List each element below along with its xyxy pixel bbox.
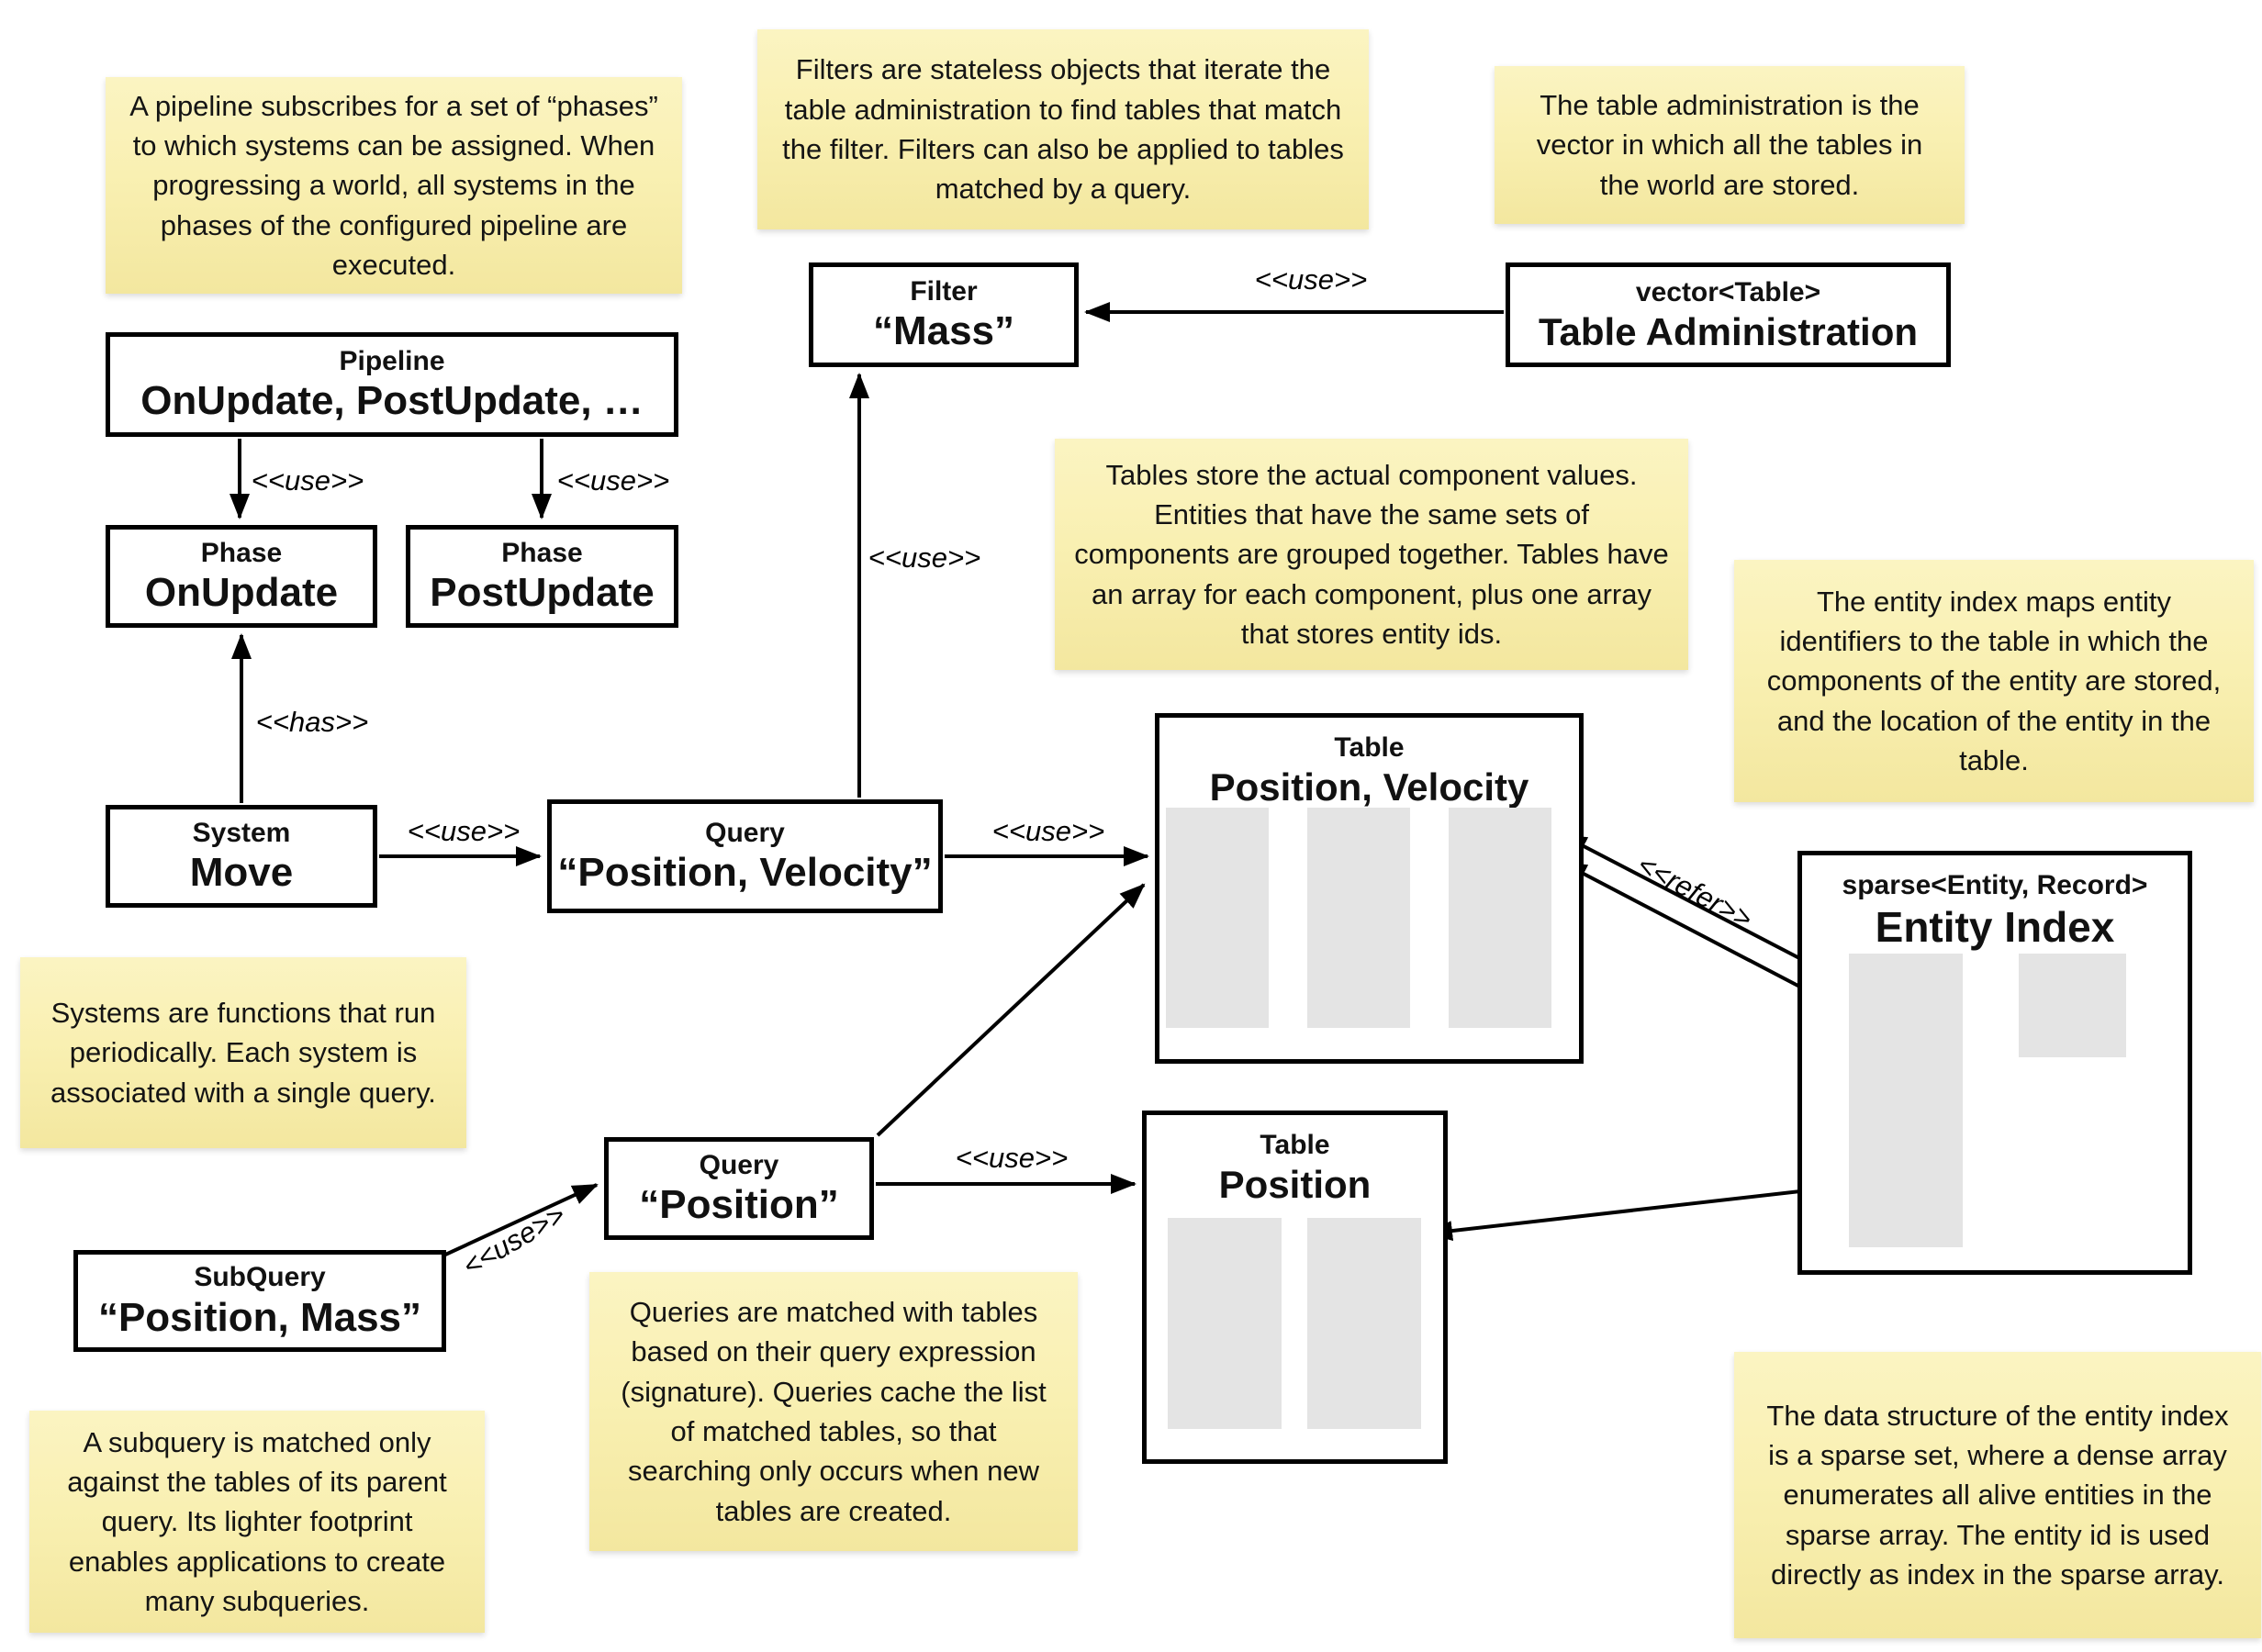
box-table-position-velocity-stereotype: Table — [1334, 732, 1405, 763]
edge-label-has: <<has>> — [255, 706, 369, 738]
box-entity-index-name: Entity Index — [1875, 902, 2115, 951]
box-filter-mass-name: “Mass” — [872, 308, 1015, 354]
box-table-position-name: Position — [1218, 1162, 1372, 1206]
edge-label-use: <<use>> — [456, 1198, 571, 1283]
dense-array — [2019, 954, 2126, 1057]
box-filter-mass-stereotype: Filter — [910, 275, 978, 307]
edge-label-use: <<use>> — [407, 815, 521, 847]
arrow-querypos-tablepv — [876, 883, 1146, 1137]
edge-label-refer: <<refer>> — [1631, 848, 1758, 935]
box-table-administration-stereotype: vector<Table> — [1635, 277, 1821, 308]
note-subquery-text: A subquery is matched only against the t… — [67, 1425, 447, 1618]
note-table-administration: The table administration is the vector i… — [1495, 66, 1965, 224]
component-array — [1449, 808, 1551, 1028]
note-table-administration-text: The table administration is the vector i… — [1536, 88, 1923, 201]
box-phase-postupdate-name: PostUpdate — [430, 570, 655, 616]
component-array — [1166, 808, 1269, 1028]
note-pipeline-text: A pipeline subscribes for a set of “phas… — [129, 89, 658, 282]
box-phase-onupdate: Phase OnUpdate — [106, 525, 377, 628]
note-pipeline: A pipeline subscribes for a set of “phas… — [106, 77, 682, 294]
note-systems-text: Systems are functions that run periodica… — [50, 996, 436, 1109]
edge-label-use: <<use>> — [1254, 263, 1368, 296]
box-phase-postupdate-stereotype: Phase — [501, 537, 583, 568]
box-system-move-name: Move — [189, 850, 294, 896]
box-table-position-velocity-name: Position, Velocity — [1209, 765, 1529, 809]
note-sparse-set-text: The data structure of the entity index i… — [1766, 1399, 2229, 1591]
box-query-position-velocity: Query “Position, Velocity” — [547, 799, 943, 913]
box-pipeline-name: OnUpdate, PostUpdate, … — [140, 378, 644, 424]
box-query-position-velocity-name: “Position, Velocity” — [557, 850, 933, 896]
box-table-administration: vector<Table> Table Administration — [1506, 262, 1951, 367]
box-query-position-velocity-stereotype: Query — [705, 817, 785, 848]
box-phase-postupdate: Phase PostUpdate — [406, 525, 678, 628]
edge-label-use: <<use>> — [556, 464, 670, 497]
box-subquery-name: “Position, Mass” — [97, 1294, 422, 1340]
note-systems: Systems are functions that run periodica… — [20, 957, 466, 1148]
edge-label-use: <<use>> — [991, 815, 1105, 847]
note-sparse-set: The data structure of the entity index i… — [1734, 1352, 2261, 1638]
note-entity-index-text: The entity index maps entity identifiers… — [1766, 585, 2222, 777]
arrow-entityindex-tablepos — [1427, 1184, 1850, 1241]
box-pipeline: Pipeline OnUpdate, PostUpdate, … — [106, 332, 678, 437]
edge-label-use: <<use>> — [251, 464, 364, 497]
component-array — [1307, 1218, 1421, 1429]
note-subquery: A subquery is matched only against the t… — [29, 1411, 485, 1633]
box-phase-onupdate-stereotype: Phase — [200, 537, 283, 568]
note-queries-text: Queries are matched with tables based on… — [621, 1295, 1047, 1527]
box-query-position: Query “Position” — [604, 1137, 874, 1240]
box-filter-mass: Filter “Mass” — [809, 262, 1079, 367]
component-array — [1168, 1218, 1282, 1429]
note-tables: Tables store the actual component values… — [1055, 439, 1688, 670]
box-table-position-stereotype: Table — [1260, 1130, 1330, 1160]
note-queries: Queries are matched with tables based on… — [589, 1272, 1078, 1551]
note-tables-text: Tables store the actual component values… — [1074, 458, 1669, 651]
box-entity-index-stereotype: sparse<Entity, Record> — [1842, 870, 2148, 900]
note-filters-text: Filters are stateless objects that itera… — [782, 53, 1344, 206]
box-pipeline-stereotype: Pipeline — [339, 345, 445, 376]
edge-label-use: <<use>> — [868, 541, 981, 574]
note-entity-index: The entity index maps entity identifiers… — [1734, 560, 2254, 802]
note-filters: Filters are stateless objects that itera… — [757, 29, 1369, 229]
box-system-move: System Move — [106, 805, 377, 908]
component-array — [1307, 808, 1410, 1028]
box-subquery-stereotype: SubQuery — [194, 1262, 326, 1293]
box-phase-onupdate-name: OnUpdate — [144, 570, 339, 616]
box-table-administration-name: Table Administration — [1538, 309, 1919, 353]
box-query-position-name: “Position” — [639, 1182, 839, 1228]
edge-label-use: <<use>> — [955, 1142, 1069, 1174]
box-system-move-stereotype: System — [192, 817, 291, 848]
box-subquery: SubQuery “Position, Mass” — [73, 1250, 446, 1352]
sparse-array — [1849, 954, 1963, 1247]
box-query-position-stereotype: Query — [699, 1149, 779, 1180]
